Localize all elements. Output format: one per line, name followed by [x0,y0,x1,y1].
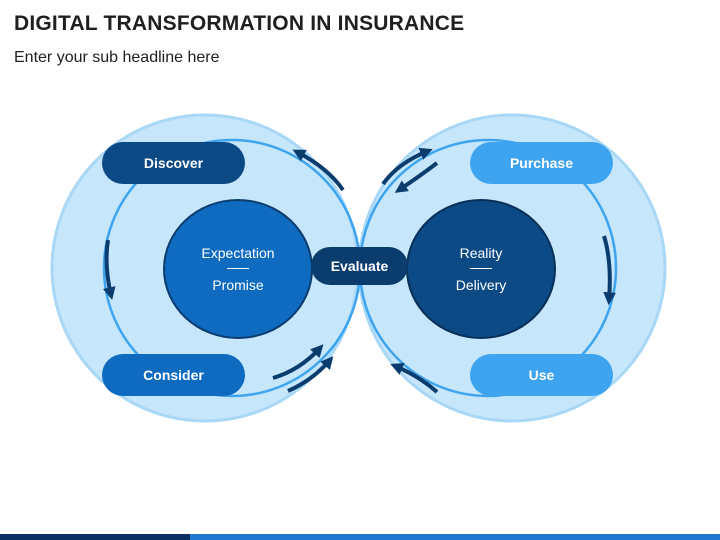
hub-left-divider [227,267,249,270]
stage-purchase[interactable]: Purchase [470,142,613,184]
arrow-use-to-evaluate [390,363,439,394]
stage-discover[interactable]: Discover [102,142,245,184]
stage-use[interactable]: Use [470,354,613,396]
hub-left-bottom: Promise [212,277,264,294]
arrow-consider-to-evaluate [272,344,324,380]
arrow-discover-to-consider [103,239,116,300]
stage-evaluate[interactable]: Evaluate [311,247,408,285]
stage-consider[interactable]: Consider [102,354,245,396]
arrow-evaluate-to-purchase [381,147,433,186]
arrow-purchase-to-use [602,235,616,306]
hub-reality-delivery: Reality Delivery [406,199,556,339]
hub-right-top: Reality [459,244,503,261]
footer-bar [0,534,720,540]
stage-consider-label: Consider [143,367,204,383]
hub-right-bottom: Delivery [455,277,507,294]
stage-use-label: Use [528,367,555,383]
hub-right-divider [470,267,492,270]
footer-bar-dark [0,534,190,540]
page-subtitle: Enter your sub headline here [14,49,220,66]
stage-evaluate-label: Evaluate [330,258,389,274]
stage-purchase-label: Purchase [509,155,574,171]
page-title: DIGITAL TRANSFORMATION IN INSURANCE [14,12,465,35]
hub-expectation-promise: Expectation Promise [163,199,313,339]
footer-bar-light [190,534,720,540]
arrow-to-discover [292,149,345,192]
hub-left-top: Expectation [201,244,275,261]
arrow-consider-to-evaluate-2 [287,356,334,393]
arrow-purchase-to-evaluate [394,161,439,193]
stage-discover-label: Discover [143,155,204,171]
